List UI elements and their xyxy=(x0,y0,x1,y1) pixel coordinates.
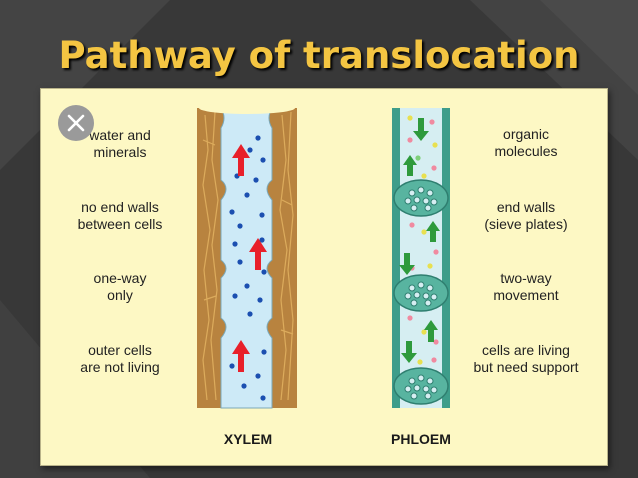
arrow-up-icon xyxy=(232,340,250,372)
xylem-caption: XYLEM xyxy=(223,431,273,447)
sieve-plate xyxy=(393,179,449,217)
phloem-label-end-walls: end walls(sieve plates) xyxy=(484,199,568,232)
arrow-up-icon xyxy=(403,155,417,176)
sieve-plate xyxy=(393,367,449,405)
arrow-up-icon xyxy=(249,238,267,270)
arrow-down-icon xyxy=(401,341,417,363)
arrow-up-icon xyxy=(426,221,440,242)
arrow-up-icon xyxy=(232,144,250,176)
arrow-down-icon xyxy=(399,253,415,275)
slide-title: Pathway of translocation xyxy=(58,34,580,77)
sieve-plate xyxy=(393,274,449,312)
phloem-tube xyxy=(392,108,450,408)
close-button[interactable] xyxy=(58,105,94,141)
phloem-caption: PHLOEM xyxy=(391,431,451,447)
water-dot xyxy=(255,135,261,141)
xylem-vessel xyxy=(197,102,297,409)
diagram-panel xyxy=(40,88,608,466)
arrow-down-icon xyxy=(413,118,429,141)
arrow-up-icon xyxy=(424,320,438,342)
close-icon xyxy=(67,114,85,132)
